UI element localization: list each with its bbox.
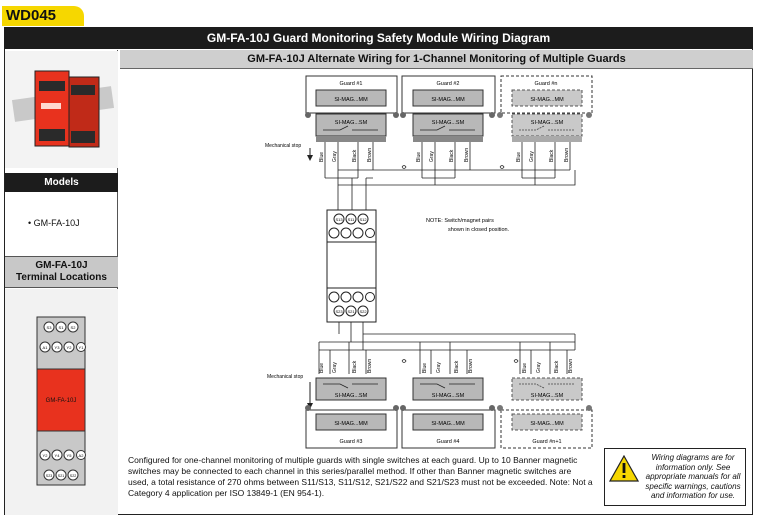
svg-text:Guard #3: Guard #3 [340,439,363,445]
note-line-2: shown in closed position. [448,227,510,233]
note-line-1: NOTE: Switch/magnet pairs [426,218,494,224]
svg-text:SI-MAG...SM: SI-MAG...SM [531,120,564,126]
svg-text:S23: S23 [46,474,52,478]
svg-text:S3: S3 [47,325,53,330]
warning-icon [609,455,639,482]
svg-text:Gray: Gray [429,151,435,162]
svg-text:Black: Black [554,360,560,373]
svg-text:Blue: Blue [422,363,428,373]
svg-text:SI-MAG...MM: SI-MAG...MM [530,97,564,103]
top-wire-labels: Blue Gray Black Brown Blue Gray Black Br… [319,148,570,162]
svg-text:SI-MAG...MM: SI-MAG...MM [334,97,368,103]
bottom-terminal-row-2: S23 S21 S22 [43,469,79,481]
svg-text:Black: Black [352,360,358,373]
svg-text:Black: Black [549,149,555,162]
terminal-locations-heading: GM-FA-10J Terminal Locations [5,256,118,288]
terminal-locations-figure: S3 S1 S2 A1 Y3 Y2 Y1 GM-FA-10J Y2 Y4 Y5 … [5,289,118,515]
svg-text:Guard #2: Guard #2 [437,81,460,87]
guard-n-plus-1: SI-MAG...SM SI-MAG...MM Guard #n+1 [497,377,593,449]
svg-text:Brown: Brown [568,359,574,373]
model-item: • GM-FA-10J [28,218,80,228]
models-heading: Models [5,173,118,192]
guard-3: SI-MAG...SM SI-MAG...MM Guard #3 [305,377,399,449]
bottom-wire-labels: Blue Gray Black Brown Blue Gray Black Br… [319,359,574,373]
svg-text:Gray: Gray [332,151,338,162]
page-subtitle: GM-FA-10J Alternate Wiring for 1-Channel… [120,50,753,69]
svg-text:Brown: Brown [367,359,373,373]
svg-text:Guard #n: Guard #n [535,81,558,87]
svg-text:Blue: Blue [416,152,422,162]
svg-text:Blue: Blue [319,363,325,373]
svg-text:S13: S13 [335,217,343,222]
svg-text:Brown: Brown [464,148,470,162]
svg-text:SI-MAG...SM: SI-MAG...SM [531,393,564,399]
svg-text:SI-MAG...MM: SI-MAG...MM [431,97,465,103]
svg-text:S12: S12 [359,217,367,222]
svg-text:SI-MAG...SM: SI-MAG...SM [432,393,465,399]
svg-text:Y4: Y4 [55,453,61,458]
mechanical-stop-bottom-label: Mechanical stop [267,374,303,380]
svg-text:Blue: Blue [516,152,522,162]
svg-text:Black: Black [449,149,455,162]
svg-text:SI-MAG...SM: SI-MAG...SM [335,120,368,126]
svg-text:S21: S21 [347,309,355,314]
safety-module: S13 S11 S12 S23 S21 S22 [326,209,377,323]
svg-text:Guard #1: Guard #1 [340,81,363,87]
svg-text:Y5: Y5 [67,453,73,458]
svg-text:A2: A2 [79,453,85,458]
guard-2: Guard #2 SI-MAG...MM SI-MAG...SM [400,75,496,142]
svg-text:Y3: Y3 [55,345,61,350]
top-terminal-row-1: S3 S1 S2 [43,321,79,333]
description-text: Configured for one-channel monitoring of… [128,455,593,498]
svg-text:Gray: Gray [529,151,535,162]
svg-text:Gray: Gray [436,362,442,373]
svg-text:SI-MAG...MM: SI-MAG...MM [334,421,368,427]
svg-text:SI-MAG...MM: SI-MAG...MM [431,421,465,427]
svg-text:Y2: Y2 [43,453,49,458]
warning-text: Wiring diagrams are for information only… [645,453,741,500]
svg-text:Black: Black [454,360,460,373]
svg-text:S22: S22 [70,474,76,478]
svg-text:Blue: Blue [522,363,528,373]
svg-text:A1: A1 [43,345,49,350]
svg-text:Brown: Brown [367,148,373,162]
guard-n: Guard #n SI-MAG...MM SI-MAG...SM [497,75,593,142]
svg-text:SI-MAG...SM: SI-MAG...SM [335,393,368,399]
svg-text:Brown: Brown [564,148,570,162]
svg-text:Guard #n+1: Guard #n+1 [532,439,561,445]
warning-box: Wiring diagrams are for information only… [604,448,746,506]
product-photo [5,51,118,168]
bottom-terminal-row-1: Y2 Y4 Y5 A2 [39,449,86,461]
svg-text:SI-MAG...MM: SI-MAG...MM [530,421,564,427]
guard-4: SI-MAG...SM SI-MAG...MM Guard #4 [400,377,496,449]
svg-text:S22: S22 [359,309,367,314]
module-label: GM-FA-10J [46,398,77,404]
svg-text:Blue: Blue [319,152,325,162]
diagram-code-tab: WD045 [2,6,84,26]
top-terminal-row-2: A1 Y3 Y2 Y1 [39,341,86,353]
top-wiring [324,142,576,210]
svg-text:Gray: Gray [536,362,542,373]
svg-text:S23: S23 [335,309,343,314]
svg-text:Black: Black [352,149,358,162]
svg-text:S11: S11 [348,217,356,222]
svg-text:S1: S1 [59,325,65,330]
svg-text:S2: S2 [71,325,77,330]
bottom-wiring [318,322,576,374]
page-title: GM-FA-10J Guard Monitoring Safety Module… [4,27,753,49]
wiring-diagram: Guard #1 SI-MAG...MM SI-MAG...SM Guard #… [120,70,753,450]
svg-text:Brown: Brown [468,359,474,373]
guard-1: Guard #1 SI-MAG...MM SI-MAG...SM [305,75,399,142]
svg-text:Guard #4: Guard #4 [437,439,460,445]
svg-text:Gray: Gray [332,362,338,373]
mechanical-stop-top-label: Mechanical stop [265,143,301,149]
svg-text:SI-MAG...SM: SI-MAG...SM [432,120,465,126]
svg-text:S21: S21 [58,474,64,478]
svg-text:Y1: Y1 [79,345,85,350]
svg-text:Y2: Y2 [67,345,73,350]
